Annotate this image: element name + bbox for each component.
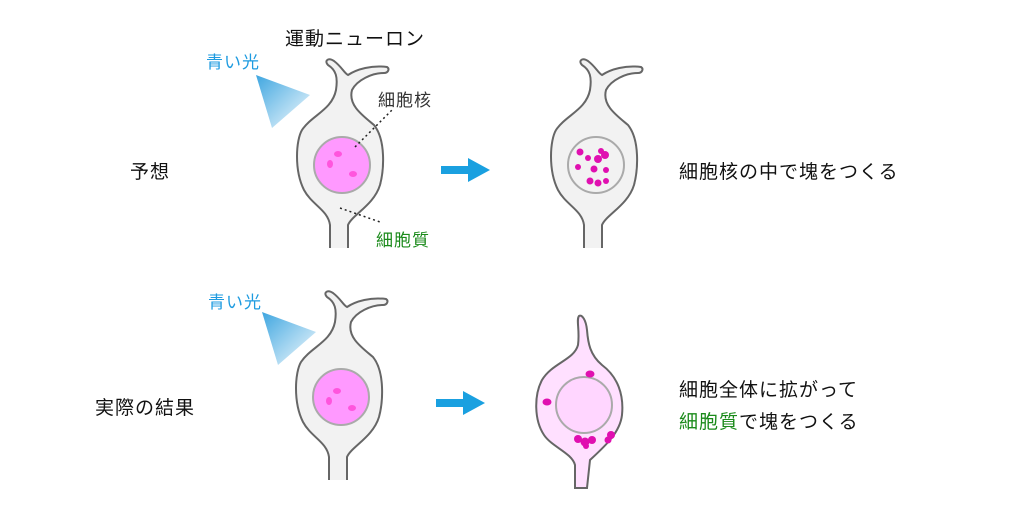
prediction-description: 細胞核の中で塊をつくる xyxy=(679,161,899,183)
nucleus-pointer xyxy=(354,109,393,148)
nucleus xyxy=(555,376,613,434)
actual-description-line1: 細胞全体に拡がって xyxy=(679,379,859,401)
blue-light-label: 青い光 xyxy=(206,53,260,73)
nucleus xyxy=(313,136,371,194)
cytoplasm-label: 細胞質 xyxy=(376,231,430,251)
aggregates xyxy=(575,148,609,187)
blue-light-cone-top xyxy=(256,75,310,128)
neuron-prediction-before xyxy=(296,58,390,250)
blue-light-label: 青い光 xyxy=(208,293,262,313)
actual-result-label: 実際の結果 xyxy=(95,397,196,419)
nucleus xyxy=(312,368,370,426)
actual-description-line2: 細胞質で塊をつくる xyxy=(679,407,859,434)
aggregates xyxy=(542,370,615,449)
actual-line2-rest: で塊をつくる xyxy=(739,411,859,433)
nucleus-label: 細胞核 xyxy=(378,91,432,111)
prediction-label: 予想 xyxy=(130,161,171,183)
neuron-actual-before xyxy=(295,290,389,482)
neuron-actual-after xyxy=(535,314,624,489)
blue-light-cone-bottom xyxy=(262,312,316,365)
arrow-right-icon xyxy=(436,391,485,415)
neuron-title: 運動ニューロン xyxy=(285,28,426,50)
cytoplasm-highlight: 細胞質 xyxy=(679,411,740,433)
arrow-right-icon xyxy=(441,158,490,182)
cytoplasm-pointer xyxy=(339,207,381,223)
neuron-prediction-after xyxy=(550,58,644,250)
